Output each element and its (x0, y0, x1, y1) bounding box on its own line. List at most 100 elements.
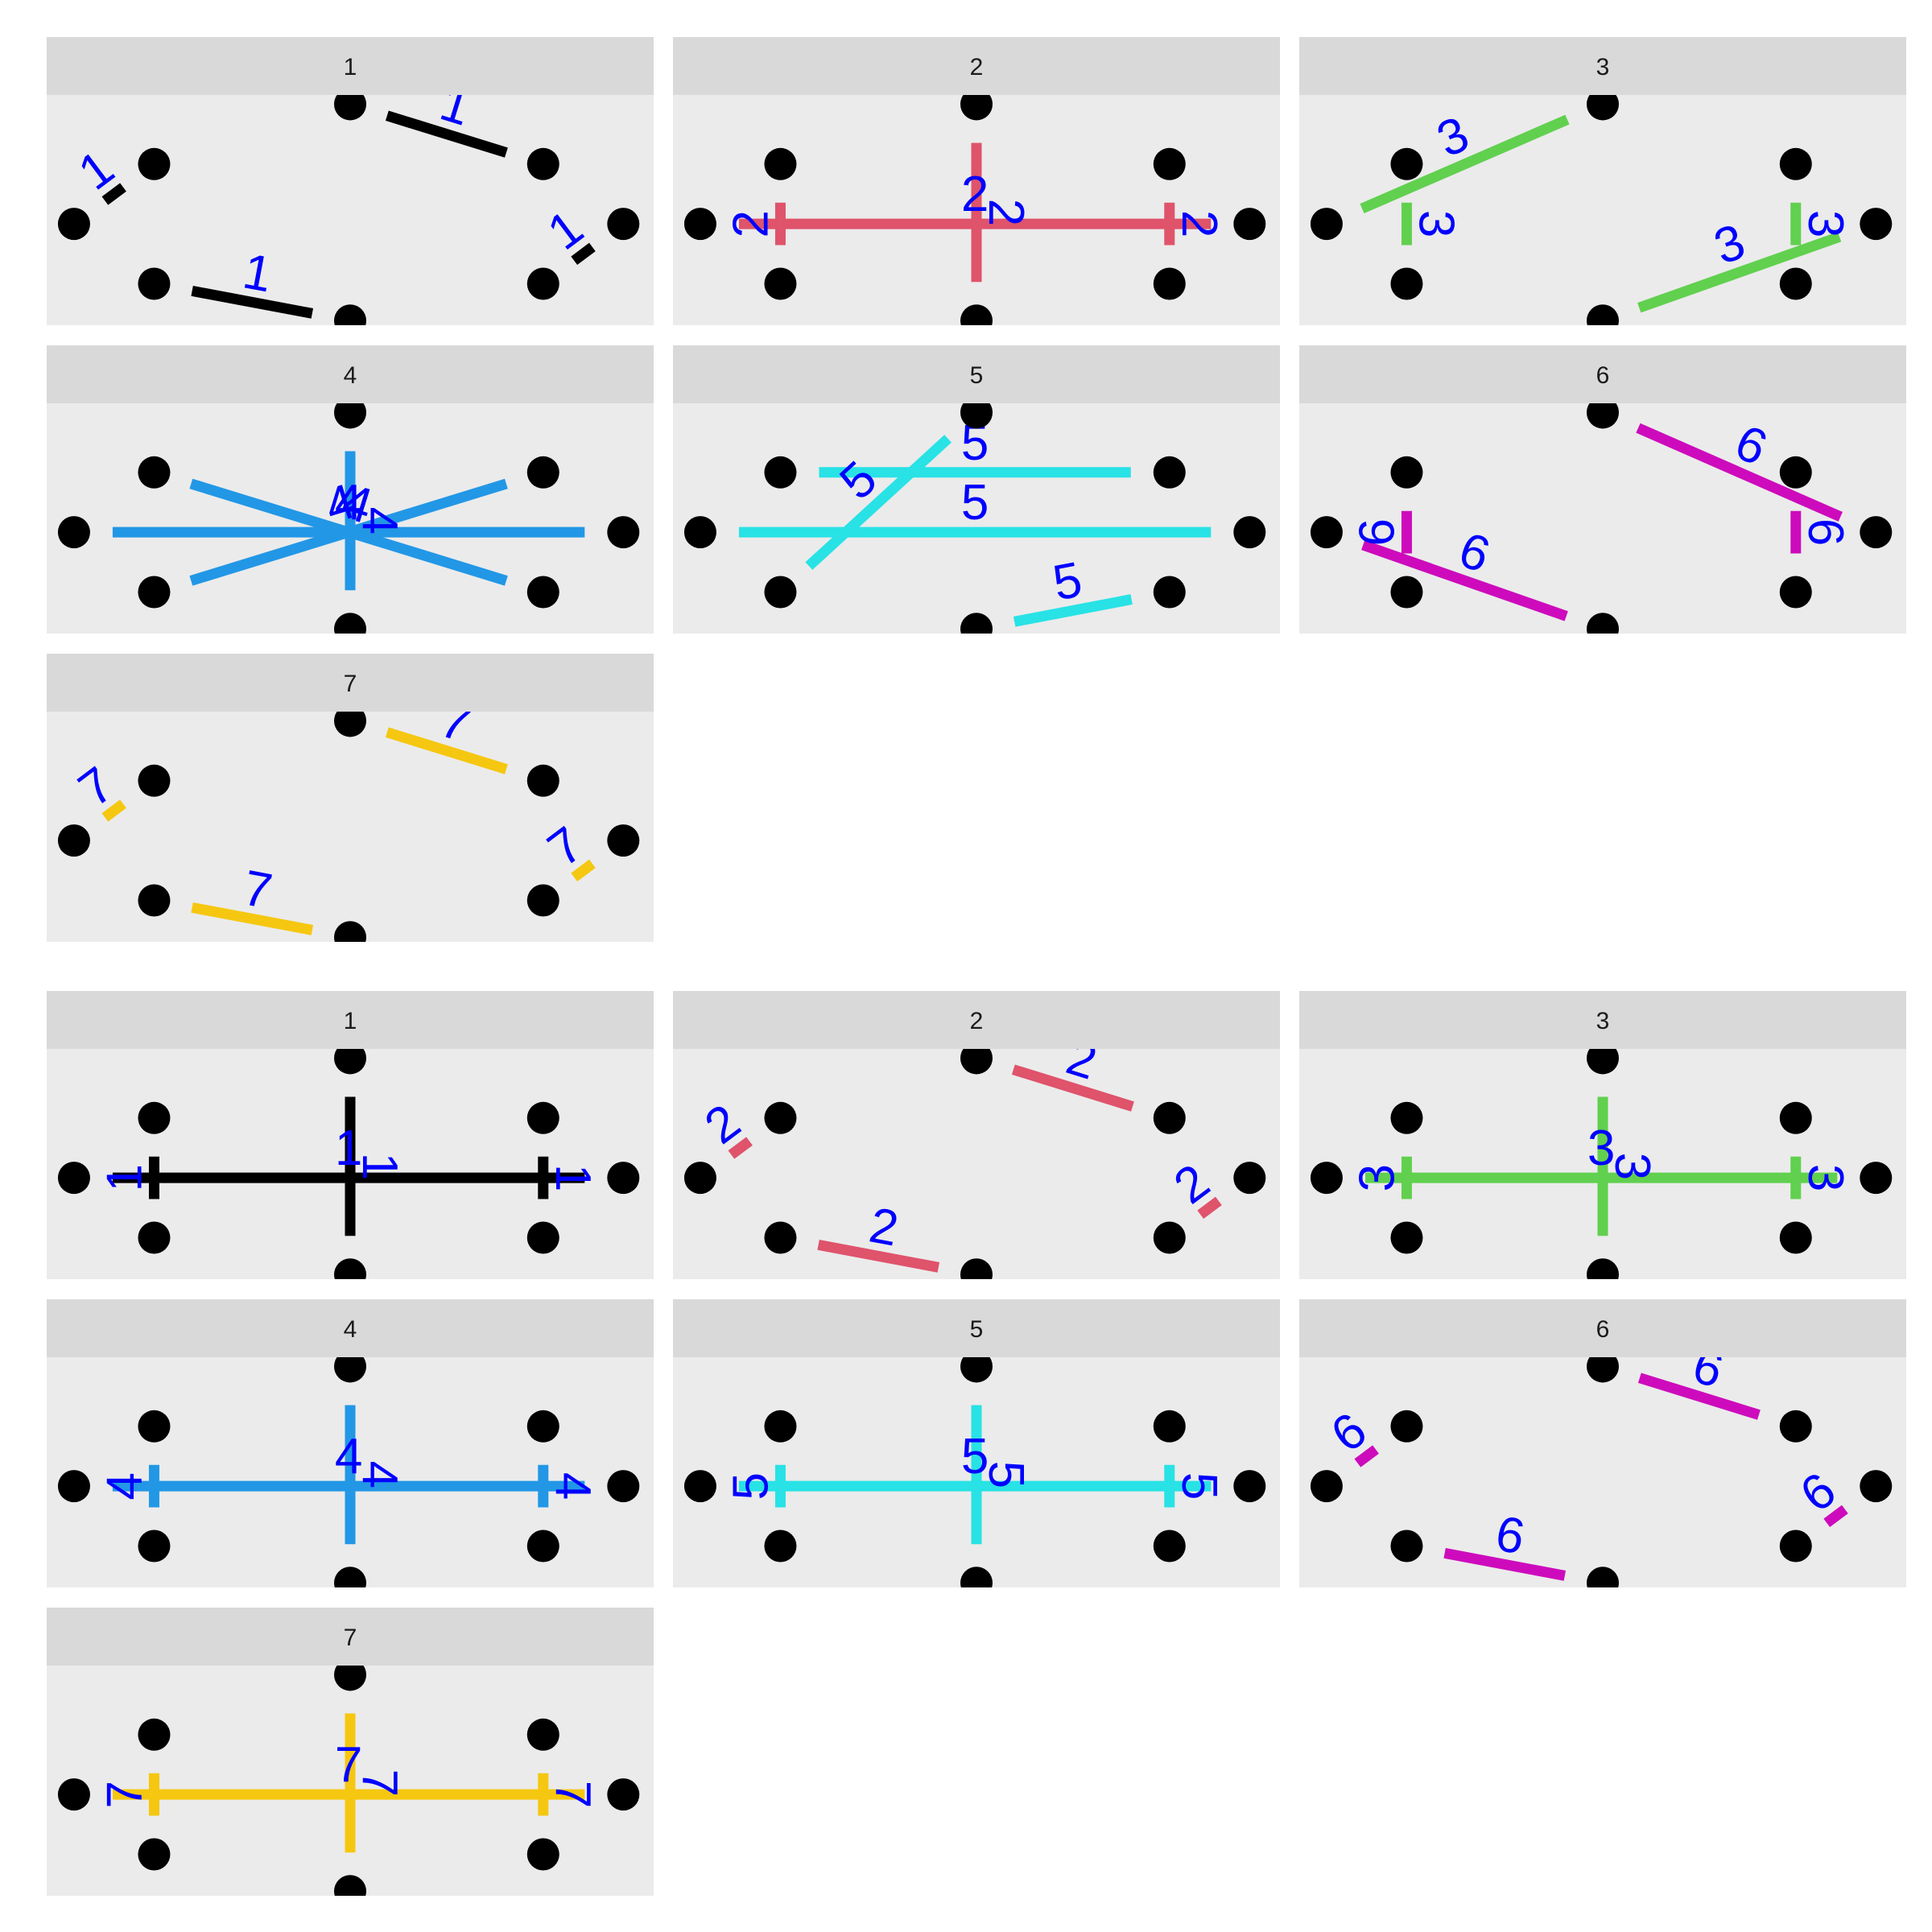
node-2 (1779, 456, 1812, 489)
node-7 (57, 1470, 90, 1503)
edge-line (191, 285, 314, 319)
node-4 (1153, 576, 1186, 609)
node-3 (607, 1778, 640, 1811)
node-4 (526, 267, 559, 300)
edge-line (385, 110, 508, 158)
node-6 (1390, 1221, 1423, 1254)
node-4 (526, 1221, 559, 1254)
facet-strip-label: 4 (344, 362, 357, 389)
edge-label: 3 (1409, 210, 1464, 237)
node-1 (960, 403, 993, 429)
node-5 (334, 921, 366, 942)
edge-label: 1 (352, 1153, 407, 1180)
edge-label: 2 (1171, 210, 1227, 237)
node-4 (526, 884, 559, 917)
edge-label: 3 (1798, 210, 1853, 237)
node-1 (334, 403, 366, 429)
node-5 (960, 613, 993, 634)
node-6 (1390, 1530, 1423, 1563)
node-3 (607, 824, 640, 857)
edge-label: 5 (961, 1429, 989, 1484)
node-4 (526, 1530, 559, 1563)
edge-label: 4 (352, 507, 407, 535)
node-7 (683, 516, 716, 549)
node-1 (1587, 1357, 1619, 1383)
facet-strip (673, 991, 1280, 1049)
edge-label: 5 (723, 1472, 778, 1500)
edge-line (571, 859, 596, 881)
node-3 (1233, 516, 1266, 549)
edge-line (101, 799, 126, 822)
facet-strip-label: 6 (1596, 362, 1610, 389)
node-8 (138, 1101, 171, 1134)
facet-strip-label: 3 (1596, 1008, 1610, 1034)
edge-line (817, 1239, 940, 1273)
edge-line (101, 183, 126, 205)
node-7 (1310, 1162, 1343, 1195)
facet-strip-label: 7 (344, 671, 357, 697)
node-8 (1390, 147, 1423, 180)
node-6 (138, 267, 171, 300)
facet-strip-label: 2 (970, 1008, 984, 1034)
node-5 (960, 1258, 993, 1279)
node-7 (683, 208, 716, 241)
node-2 (1153, 456, 1186, 489)
edge-label: 5 (978, 1461, 1034, 1488)
node-8 (138, 764, 171, 797)
node-4 (1779, 267, 1812, 300)
node-8 (1390, 1101, 1423, 1134)
facet-strip (47, 345, 654, 403)
edge-label: 6 (1798, 518, 1853, 546)
facet-strip (47, 654, 654, 712)
facet-strip-label: 4 (344, 1316, 357, 1343)
node-3 (607, 516, 640, 549)
facet-strip (1299, 345, 1906, 403)
edge-line (191, 902, 314, 935)
node-5 (1587, 613, 1619, 634)
edge-label: 4 (335, 475, 362, 530)
facet-strip (1299, 991, 1906, 1049)
node-3 (1860, 1470, 1893, 1503)
node-8 (1390, 456, 1423, 489)
node-3 (1860, 208, 1893, 241)
node-2 (526, 456, 559, 489)
facet-strip (1299, 37, 1906, 95)
node-6 (138, 1530, 171, 1563)
node-5 (1587, 1258, 1619, 1279)
node-3 (1233, 1470, 1266, 1503)
node-6 (764, 267, 797, 300)
edge-line (1197, 1196, 1222, 1219)
node-4 (1779, 1530, 1812, 1563)
edge-line (1360, 114, 1570, 214)
node-1 (1587, 95, 1619, 121)
edge-label: 1 (335, 1121, 362, 1176)
edge-label: 7 (97, 1781, 152, 1808)
facet-strip (673, 1299, 1280, 1357)
facet-strip-label: 2 (970, 54, 984, 80)
edge-label: 7 (545, 1781, 601, 1808)
node-7 (683, 1162, 716, 1195)
node-7 (57, 1778, 90, 1811)
edge-line (571, 242, 596, 265)
facet-strip (47, 37, 654, 95)
node-1 (960, 1049, 993, 1075)
node-1 (334, 1357, 366, 1383)
node-8 (138, 456, 171, 489)
node-7 (1310, 208, 1343, 241)
node-2 (1779, 1101, 1812, 1134)
edge-label: 1 (97, 1164, 152, 1191)
node-6 (764, 1221, 797, 1254)
edge-line (728, 1137, 753, 1159)
node-7 (57, 516, 90, 549)
node-8 (138, 147, 171, 180)
node-5 (334, 304, 366, 325)
